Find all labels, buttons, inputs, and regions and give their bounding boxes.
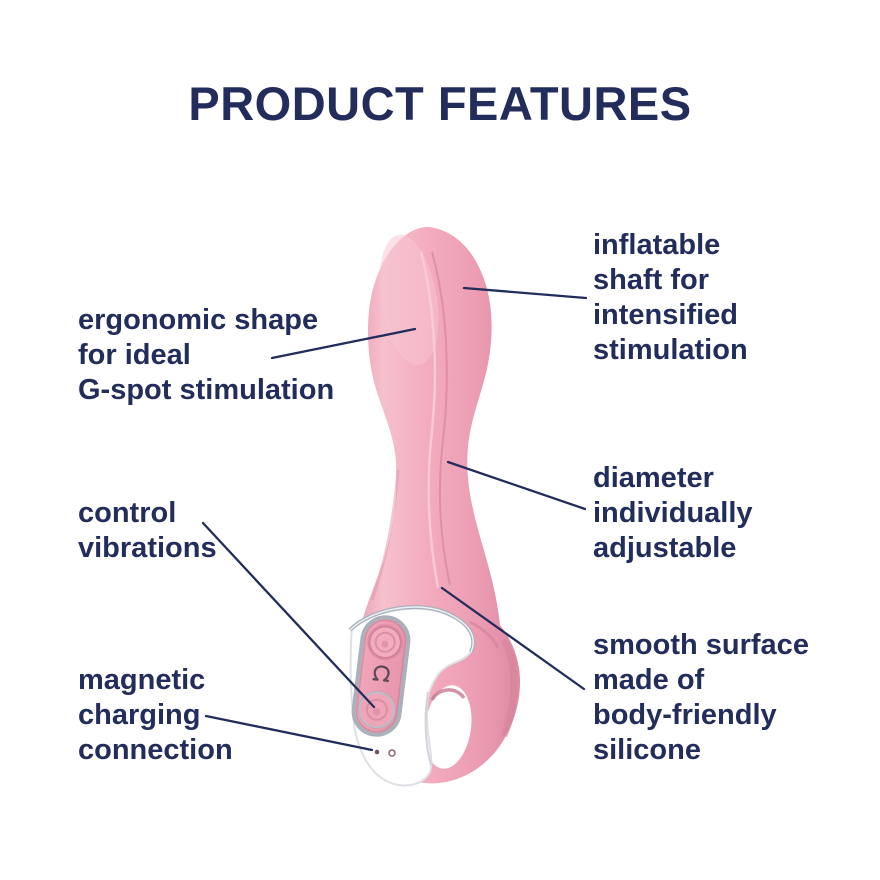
feature-label-ergonomic-shape: ergonomic shape for ideal G-spot stimula… (78, 303, 334, 408)
feature-text-line: vibrations (78, 532, 217, 564)
control-panel-inner-edge (355, 619, 407, 733)
feature-label-inflatable-shaft: inflatable shaft for intensified stimula… (593, 228, 748, 368)
callout-line-inflatable (462, 286, 588, 300)
top-button-dot (381, 640, 389, 648)
device (348, 227, 521, 787)
bottom-button-ring (365, 698, 388, 721)
feature-text-line: smooth surface (593, 629, 809, 661)
feature-text-line: made of (593, 664, 705, 696)
feature-text-line: charging (78, 699, 201, 731)
feature-label-smooth-silicone: smooth surface made of body-friendly sil… (593, 628, 809, 768)
body-seam-highlight (419, 251, 440, 589)
callout-line-smooth (440, 586, 586, 691)
feature-text-line: diameter (593, 462, 714, 494)
feature-label-adjustable-diameter: diameter individually adjustable (593, 461, 753, 566)
feature-text-line: adjustable (593, 532, 737, 564)
callout-line-control (201, 521, 376, 709)
chrome-trim-highlight (349, 606, 474, 653)
finger-loop-hole (424, 685, 472, 769)
charging-contacts-icon (374, 749, 396, 757)
airwave-icon (372, 665, 390, 682)
feature-text-line: ergonomic shape (78, 304, 319, 336)
page-title: PRODUCT FEATURES (188, 77, 692, 130)
feature-text-line: for ideal (78, 339, 191, 371)
loop-outer-shadow (500, 638, 518, 738)
loop-top-crease (469, 620, 500, 649)
feature-text-line: silicone (593, 734, 701, 766)
callout-line-diameter (446, 460, 587, 511)
feature-text-line: inflatable (593, 229, 721, 261)
feature-text-line: shaft for (593, 264, 709, 296)
feature-text-line: intensified (593, 299, 739, 331)
handle-hole-crease (424, 691, 432, 766)
body-seam-shadow (431, 251, 451, 586)
top-button-ring (374, 631, 396, 653)
body-left-shadow (370, 469, 400, 601)
feature-text-line: body-friendly (593, 699, 777, 731)
callout-lines (201, 286, 588, 752)
feature-text-line: magnetic (78, 664, 206, 696)
callout-line-magnetic (204, 714, 374, 752)
feature-text-line: control (78, 497, 177, 529)
feature-text-line: individually (593, 497, 753, 529)
feature-text-line: stimulation (593, 334, 748, 366)
feature-label-magnetic-charging: magnetic charging connection (78, 663, 233, 768)
feature-label-control-vibrations: control vibrations (78, 496, 217, 566)
callout-line-ergonomic (270, 327, 417, 360)
feature-text-line: G-spot stimulation (78, 374, 335, 406)
bottom-button-dot (373, 708, 381, 716)
feature-text-line: connection (78, 734, 233, 766)
loop-hole-inner-shadow (430, 688, 466, 701)
